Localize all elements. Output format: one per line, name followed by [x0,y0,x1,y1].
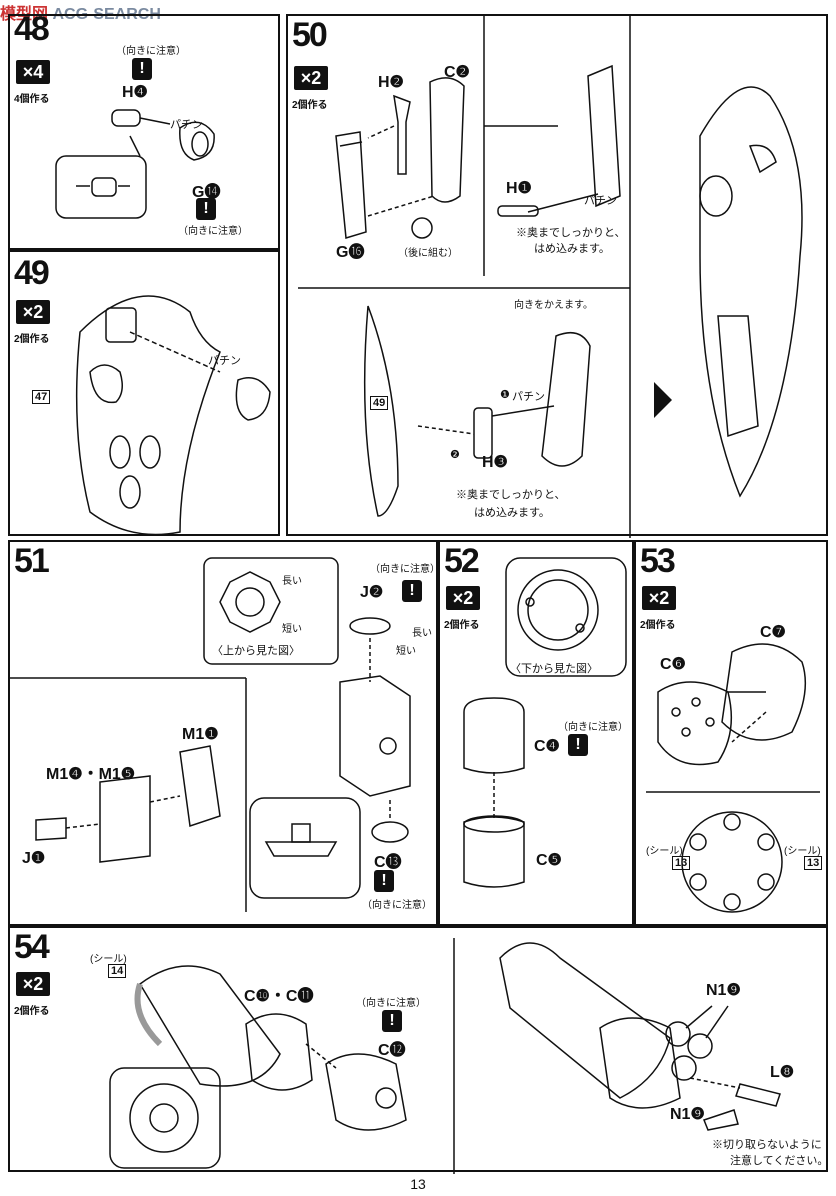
step-52-multiplier: ×2 [446,586,480,610]
orient-note-1: （向きに注意） [370,564,440,575]
step-48-drawing [55,109,215,219]
step-48-multiplier: ×4 [16,60,50,84]
step-49-make-count: 2個作る [14,334,50,345]
part-label-c7: C❼ [760,624,786,641]
snap-note-2: パチン [512,391,545,403]
push-note-3: ※奥までしっかりと、 [456,489,566,501]
step-51-number: 51 [14,542,50,580]
push-note-4: はめ込みます。 [474,507,550,519]
seal-note-2: (シール) [784,846,821,857]
step-52-number: 52 [444,542,480,580]
arrow-step-1: ❶ [500,389,510,401]
part-label-c4: C❹ [534,738,560,755]
step-49-drawing [75,295,271,536]
orient-note-2: （向きに注意） [362,900,432,911]
step-49-number: 49 [14,254,50,292]
bottom-view-caption: 〈下から見た図〉 [510,663,598,675]
part-label-c2: C❷ [444,64,470,81]
seal-note: (シール) [90,954,127,965]
snap-note: パチン [208,355,241,367]
step-53-multiplier: ×2 [642,586,676,610]
part-label-m14: M1❹・M1❺ [46,766,136,783]
step-54-make-count: 2個作る [14,1006,50,1017]
orient-note: （向きに注意） [558,722,628,733]
step-54-drawing [109,938,781,1174]
push-note-1: ※奥までしっかりと、 [516,227,626,239]
step-50-multiplier: ×2 [294,66,328,90]
step-51-drawing [10,557,411,912]
snap-note-1: パチン [584,195,617,207]
step-52-drawing [463,557,627,888]
step-48-panel: 48 ×4 4個作る （向きに注意） ! H❹ パチン G⓮ ! （向きに注意） [8,10,280,250]
step-48-number: 48 [14,10,50,48]
warning-icon: ! [132,58,152,80]
step-50-number: 50 [292,16,328,54]
orient-note-bottom: （向きに注意） [178,226,248,237]
part-label-g16: G⓰ [336,244,365,261]
cut-note-2: 注意してください。 [730,1155,829,1167]
part-label-l8: L❽ [770,1064,795,1081]
part-label-c10-c11: C❿・C⓫ [244,988,314,1005]
turn-note: 向きをかえます。 [514,300,593,311]
step-51-panel: 51 〈上から見た図〉 長い 短い （向きに注意） ! J❷ 長い 短い M1❶… [8,540,440,926]
step-54-panel: 54 ×2 2個作る (シール) 14 C❿・C⓫ （向きに注意） ! C⓬ N… [8,926,829,1174]
part-label-c12: C⓬ [378,1042,406,1059]
seal-number-1: 13 [672,856,691,870]
part-label-n19-bottom: N1❾ [670,1106,705,1123]
step-54-number: 54 [14,928,50,966]
step-53-panel: 53 ×2 2個作る C❼ C❻ (シール) 13 (シール) 13 [634,540,828,926]
part-label-h2: H❷ [378,74,404,91]
part-label-c13: C⓭ [374,854,402,871]
seal-note-1: (シール) [646,846,683,857]
warning-icon: ! [374,870,394,892]
seal-number-2: 13 [804,856,823,870]
warning-icon: ! [382,1010,402,1032]
long-note-2: 長い [412,628,432,639]
part-label-h4: H❹ [122,84,148,101]
arrow-step-2: ❷ [450,449,460,461]
page-number: 13 [410,1176,426,1192]
ref-47: 47 [32,390,51,404]
part-label-m1: M1❶ [182,726,219,743]
push-note-2: はめ込みます。 [534,243,610,255]
part-label-j2: J❷ [360,584,384,601]
long-note-1: 長い [282,576,302,587]
step-49-multiplier: ×2 [16,300,50,324]
step-53-drawing [646,643,820,913]
part-label-n19-top: N1❾ [706,982,741,999]
step-49-panel: 49 ×2 2個作る 47 パチン [8,250,280,536]
step-52-make-count: 2個作る [444,620,480,631]
ref-49: 49 [370,396,389,410]
part-label-c5: C❺ [536,852,562,869]
part-label-j1: J❶ [22,850,46,867]
step-53-number: 53 [640,542,676,580]
warning-icon: ! [196,198,216,220]
step-54-multiplier: ×2 [16,972,50,996]
part-label-c6: C❻ [660,656,686,673]
step-50-drawing [298,16,803,538]
warning-icon: ! [402,580,422,602]
orient-note-top: （向きに注意） [116,46,186,57]
step-52-panel: 52 ×2 2個作る 〈下から見た図〉 （向きに注意） C❹ ! C❺ [438,540,634,926]
short-note-1: 短い [282,624,302,635]
seal-number: 14 [108,964,127,978]
short-note-2: 短い [396,646,416,657]
next-arrow-icon [654,382,672,418]
step-50-panel: 50 ×2 2個作る H❷ C❷ G⓰ （後に組む） パチン H❶ ※奥までしっ… [286,14,828,538]
later-note: （後に組む） [398,248,458,259]
step-48-make-count: 4個作る [14,94,50,105]
step-50-make-count: 2個作る [292,100,328,111]
top-view-caption: 〈上から見た図〉 [212,645,300,657]
warning-icon: ! [568,734,588,756]
part-label-h1: H❶ [506,180,532,197]
step-53-make-count: 2個作る [640,620,676,631]
cut-note-1: ※切り取らないように [712,1139,822,1151]
orient-note: （向きに注意） [356,998,426,1009]
part-label-g14: G⓮ [192,184,221,201]
